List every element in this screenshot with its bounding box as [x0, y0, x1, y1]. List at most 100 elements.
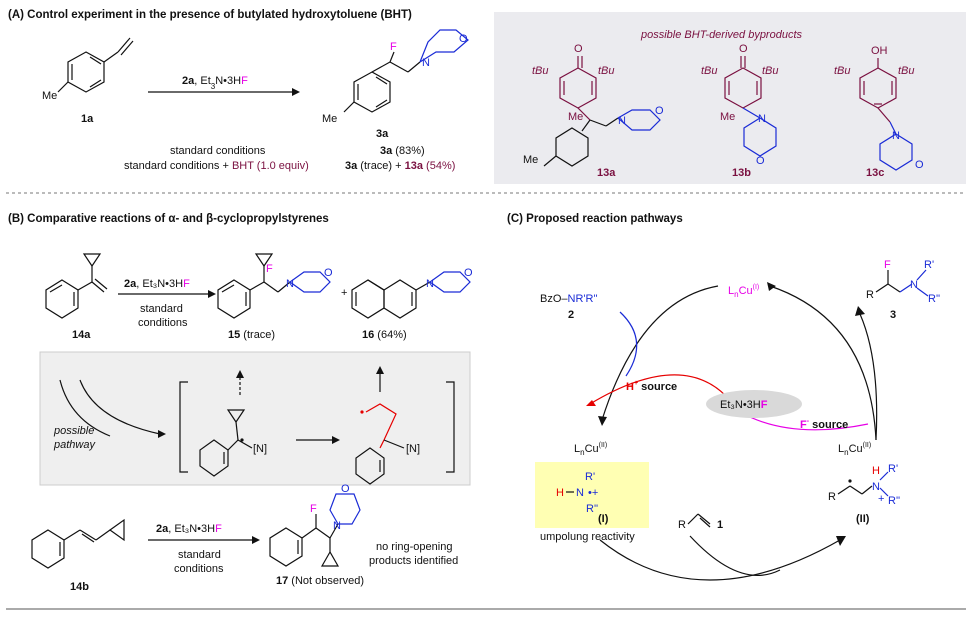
reagent-b1-text: 2a, Et₃N•3HF [124, 278, 190, 290]
alkene-1-label: 1 [717, 519, 723, 531]
intermediate-II-label: (II) [856, 513, 870, 525]
fluorine-15: F [266, 263, 273, 275]
oxygen-13a: O [574, 43, 583, 55]
bracket-right [446, 381, 455, 473]
product-release-arc [859, 313, 878, 441]
tbu-13a-left: tBu [532, 65, 549, 77]
pathway-label-1: possible [53, 425, 94, 437]
cu1-complex: LnCu(I) [728, 284, 759, 299]
umpolung-highlight-box [535, 462, 649, 528]
result-line-2: 3a (trace) + 13a (54%) [345, 160, 455, 172]
et3n-hf-label: Et₃N•3HF [720, 399, 768, 411]
alkene-entry-arc [689, 535, 781, 577]
intermediate-II-N: N [872, 481, 880, 493]
intermediate-II-structure [837, 471, 889, 497]
compound-13a-label: 13a [597, 167, 616, 179]
radical-dot-2 [360, 410, 364, 414]
product-3-R: R [866, 289, 874, 301]
alkene-1-structure [687, 513, 711, 528]
et3n-hf-ellipse [706, 390, 802, 418]
cu2-complex-right: LnCu(II) [838, 442, 871, 457]
radical-dot-1 [240, 438, 244, 442]
compound-13c-label: 13c [866, 167, 884, 179]
compound-17-label: 17 (Not observed) [276, 575, 364, 587]
methyl-label: Me [42, 90, 57, 102]
reagent-b2-text: 2a, Et₃N•3HF [156, 523, 222, 535]
f-source-label: F- source [800, 418, 848, 431]
reagent-2-label: 2 [568, 309, 574, 321]
cu2-complex-left: LnCu(II) [574, 442, 607, 457]
oxygen-13b: O [739, 43, 748, 55]
aminium-H: H [556, 487, 564, 499]
result-line-1: 3a (83%) [380, 145, 425, 157]
amine-placeholder-2: [N] [406, 443, 420, 455]
intermediate-II-H: H [872, 465, 880, 477]
pathway-box [39, 351, 471, 486]
oxygen-morph-13b: O [756, 155, 765, 167]
product-3-N: N [910, 279, 918, 291]
cyclopropyl-radical-intermediate [199, 409, 253, 477]
product-3-label: 3 [890, 309, 896, 321]
umpolung-label: umpolung reactivity [540, 531, 635, 543]
pathway-label-2: pathway [53, 439, 96, 451]
nitrogen-13b: N [758, 113, 766, 125]
pathway-curve-2 [79, 379, 161, 435]
compound-13c-structure [859, 58, 913, 171]
compound-16-label: 16 (64%) [362, 329, 407, 341]
condition-line-2: standard conditions + BHT (1.0 equiv) [124, 160, 309, 172]
intermediate-II-Rpp: R'' [888, 495, 900, 507]
hydroxyl-13c: OH [871, 45, 888, 57]
cycle-arc-bottom [599, 539, 841, 581]
compound-14b-label: 14b [70, 581, 89, 593]
nitrogen-13a: N [618, 115, 626, 127]
nitrogen-17: N [333, 520, 341, 532]
compound-17-structure [269, 493, 361, 567]
byproducts-title: possible BHT-derived byproducts [640, 29, 803, 41]
no-ring-opening-note-1: no ring-opening [376, 541, 452, 553]
nitrogen-13c: N [892, 130, 900, 142]
amine-placeholder-1: [N] [253, 443, 267, 455]
methyl-label-3a: Me [322, 113, 337, 125]
h-source-label: H+ source [626, 380, 677, 393]
compound-13a-structure [543, 56, 661, 167]
product-3-structure [875, 269, 929, 297]
conditions-b1-1: standard [140, 303, 183, 315]
reagent-2: BzO–NR'R'' [540, 293, 598, 305]
tbu-13c-left: tBu [834, 65, 851, 77]
compound-14b-structure [31, 518, 125, 569]
reagent-a-text: 2a, Et3N•3HF [182, 75, 248, 91]
cycle-arc-left [601, 285, 719, 421]
oxygen-17: O [341, 483, 350, 495]
tbu-13a-right: tBu [598, 65, 615, 77]
plus-sign: + [341, 287, 347, 299]
ring-opened-radical-intermediate [355, 403, 405, 485]
compound-3a-label: 3a [376, 128, 389, 140]
compound-14a-structure [45, 253, 108, 319]
tbu-13c-right: tBu [898, 65, 915, 77]
aminium-charge: •+ [588, 487, 598, 499]
panel-c-title: (C) Proposed reaction pathways [507, 213, 683, 225]
compound-3a-structure [343, 29, 469, 113]
intermediate-II-Rp: R' [888, 463, 898, 475]
oxygen-16: O [464, 267, 473, 279]
cycle-arc-right [769, 285, 877, 441]
intermediate-II-charge: + [878, 493, 884, 505]
intermediate-I-label: (I) [598, 513, 609, 525]
intermediate-II-R: R [828, 491, 836, 503]
tbu-13b-left: tBu [701, 65, 718, 77]
oxygen-morph-13c: O [915, 159, 924, 171]
compound-14a-label: 14a [72, 329, 91, 341]
no-ring-opening-note-2: products identified [369, 555, 458, 567]
conditions-b1-2: conditions [138, 317, 188, 329]
oxygen-3a: O [459, 33, 468, 45]
conditions-b2-1: standard [178, 549, 221, 561]
product-3-Rp: R' [924, 259, 934, 271]
tbu-13b-right: tBu [762, 65, 779, 77]
oxygen-morph-13a: O [655, 105, 664, 117]
methyl-13a: Me [568, 111, 583, 123]
product-3-F: F [884, 259, 891, 271]
aminium-Rpp: R'' [586, 503, 598, 515]
methyl-13a-aryl: Me [523, 154, 538, 166]
compound-1a-label: 1a [81, 113, 94, 125]
oxygen-15: O [324, 267, 333, 279]
